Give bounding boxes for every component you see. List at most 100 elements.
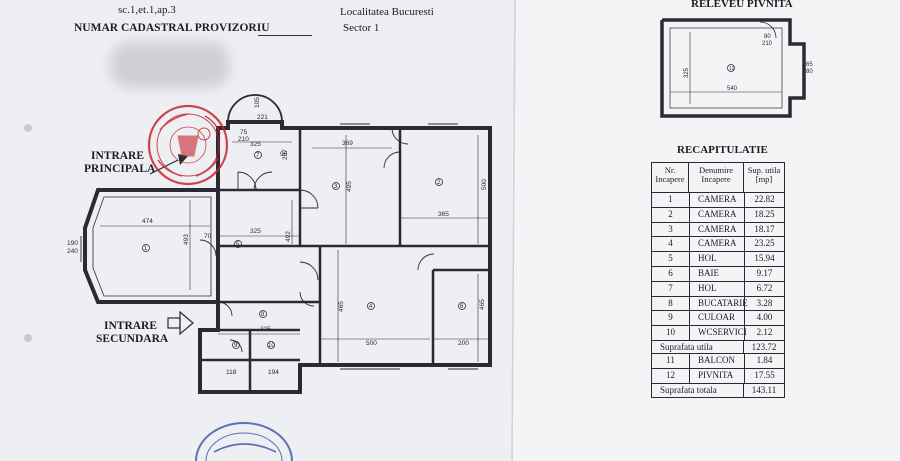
cell-nr: 2 (652, 207, 690, 222)
header-name: Denumire Incapere (689, 163, 744, 192)
dim-493: 493 (183, 234, 190, 245)
room-label-3: 3 (334, 184, 338, 190)
total-area-label: Suprafata totala (652, 384, 744, 397)
main-entrance-label-2: PRINCIPALA (84, 163, 156, 175)
dim-105: 105 (254, 97, 261, 108)
interior-walls (200, 128, 490, 392)
cell-nr: 5 (652, 252, 690, 266)
cell-area: 9.17 (756, 267, 773, 278)
cell-area: 15.94 (754, 253, 775, 264)
cell-name: CULOAR (690, 311, 745, 326)
cell-name: HOL (690, 252, 745, 266)
dim-221: 221 (257, 114, 268, 121)
secondary-entrance-arrow (167, 310, 194, 336)
cadastral-number-label: NUMAR CADASTRAL PROVIZORIU (74, 22, 270, 34)
basement-dim-door-w: 80 (764, 34, 771, 40)
dim-465-b: 465 (479, 299, 486, 310)
dim-90-door: 90 (280, 151, 288, 158)
dim-70-door: 70 (204, 233, 212, 240)
basement-room-number: 12 (729, 66, 735, 72)
dim-369: 369 (342, 140, 353, 147)
main-entrance-label-1: INTRARE (91, 150, 145, 162)
cell-name: WCSERVICI (690, 326, 747, 340)
dim-500-b: 500 (481, 179, 488, 190)
dim-325-c: 325 (260, 326, 271, 333)
cell-area: 3.28 (756, 297, 773, 308)
cell-area: 18.25 (754, 208, 775, 219)
dim-474: 474 (142, 218, 153, 225)
dim-190: 190 (67, 240, 78, 247)
sector-text: Sector 1 (343, 22, 380, 34)
room-label-7: 7 (256, 153, 260, 159)
cell-nr: 8 (652, 296, 690, 311)
cell-area: 4.00 (756, 312, 773, 323)
room-label-2: 2 (437, 180, 441, 186)
dim-210-door: 210 (238, 136, 249, 143)
cell-nr: 10 (652, 326, 690, 340)
recap-title: RECAPITULATIE (677, 144, 768, 156)
dim-118: 118 (226, 369, 237, 376)
cell-nr: 4 (652, 237, 690, 252)
cell-area: 1.84 (756, 355, 773, 366)
cell-name: PIVNITA (690, 369, 745, 384)
cell-nr: 9 (652, 311, 690, 326)
dim-465-a: 465 (338, 301, 345, 312)
room-label-1: 1 (144, 246, 148, 252)
total-area-value: 143.11 (751, 385, 777, 396)
room-markers (142, 151, 466, 349)
dim-240: 240 (67, 248, 78, 255)
dim-325-a: 325 (250, 228, 261, 235)
balcony-outline (227, 94, 283, 123)
basement-dim-height: 325 (684, 67, 690, 78)
cell-name: BAIE (690, 266, 745, 281)
redacted-blur (110, 42, 230, 88)
cell-name: BUCATARIE (690, 296, 748, 311)
cell-area: 2.12 (756, 327, 773, 338)
basement-dim-door-h: 210 (762, 41, 773, 47)
cell-nr: 6 (652, 266, 690, 281)
cadastral-number-line (258, 35, 312, 36)
city-text: Localitatea Bucuresti (340, 6, 434, 18)
cell-area: 23.25 (754, 238, 775, 249)
room-label-8: 8 (261, 312, 265, 318)
dim-365: 365 (438, 211, 449, 218)
basement-dim-side-1: 65 (806, 62, 813, 68)
useful-area-label: Suprafata utila (652, 340, 744, 354)
cell-name: CAMERA (690, 193, 745, 207)
dimension-lines (100, 135, 490, 362)
header-nr: Nr. Incapere (652, 163, 689, 192)
cell-area: 17.55 (754, 370, 775, 381)
secondary-entrance-label-2: SECUNDARA (96, 333, 169, 345)
dim-325-b: 325 (250, 141, 261, 148)
basement-dim-side-2: 80 (806, 69, 813, 75)
secondary-entrance-label-1: INTRARE (104, 320, 158, 332)
room-label-4: 4 (369, 304, 373, 310)
total-area-row: Suprafata totala 143.11 (651, 384, 785, 398)
dim-495: 495 (346, 181, 353, 192)
recap-header-row: Nr. Incapere Denumire Incapere Sup. util… (651, 162, 785, 193)
cell-nr: 11 (652, 354, 690, 369)
basement-dim-width: 540 (727, 86, 738, 92)
header-area: Sup. utila [mp] (747, 165, 781, 184)
cell-name: CAMERA (690, 222, 745, 237)
cell-name: CAMERA (690, 207, 745, 222)
